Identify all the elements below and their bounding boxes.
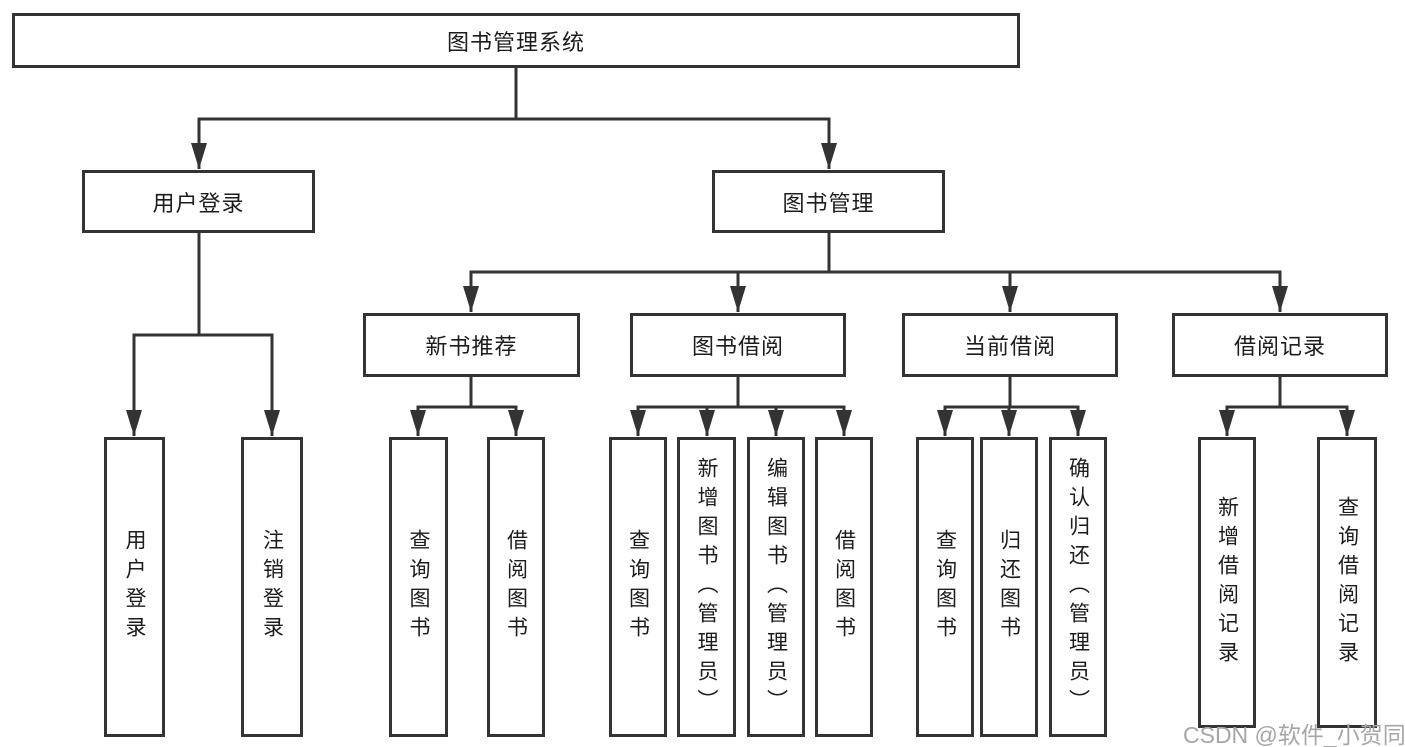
leaf-add-borrow-record: 新增借阅记录 bbox=[1198, 437, 1256, 728]
node-borrow-records: 借阅记录 bbox=[1172, 313, 1388, 377]
leaf-edit-books-admin-label: 编辑图书（管理员） bbox=[764, 456, 788, 718]
node-book-management: 图书管理 bbox=[712, 170, 945, 233]
node-current-borrow-label: 当前借阅 bbox=[963, 334, 1056, 359]
node-user-login-label: 用户登录 bbox=[152, 190, 245, 216]
leaf-current-query-books: 查询图书 bbox=[916, 437, 974, 737]
leaf-recommend-borrow-books: 借阅图书 bbox=[487, 437, 545, 737]
leaf-user-login-label: 用户登录 bbox=[123, 529, 146, 645]
node-new-book-recommend: 新书推荐 bbox=[363, 313, 580, 377]
node-book-borrow: 图书借阅 bbox=[630, 313, 846, 377]
leaf-query-borrow-record-label: 查询借阅记录 bbox=[1335, 495, 1359, 670]
leaf-add-borrow-record-label: 新增借阅记录 bbox=[1215, 495, 1239, 670]
leaf-recommend-query-books-label: 查询图书 bbox=[407, 529, 430, 645]
leaf-current-query-books-label: 查询图书 bbox=[933, 529, 957, 645]
leaf-return-books-label: 归还图书 bbox=[997, 529, 1021, 645]
leaf-add-books-admin: 新增图书（管理员） bbox=[677, 437, 736, 737]
leaf-confirm-return-admin: 确认归还（管理员） bbox=[1049, 437, 1107, 737]
leaf-add-books-admin-label: 新增图书（管理员） bbox=[695, 456, 718, 718]
leaf-edit-books-admin: 编辑图书（管理员） bbox=[747, 437, 805, 737]
leaf-borrow-books-label: 借阅图书 bbox=[832, 529, 856, 645]
leaf-logout-label: 注销登录 bbox=[260, 529, 284, 645]
leaf-recommend-query-books: 查询图书 bbox=[389, 437, 448, 737]
node-book-borrow-label: 图书借阅 bbox=[691, 334, 784, 359]
leaf-borrow-books: 借阅图书 bbox=[815, 437, 873, 737]
leaf-query-borrow-record: 查询借阅记录 bbox=[1317, 437, 1377, 728]
leaf-logout: 注销登录 bbox=[241, 437, 303, 737]
leaf-confirm-return-admin-label: 确认归还（管理员） bbox=[1066, 456, 1090, 718]
leaf-borrow-query-books-label: 查询图书 bbox=[626, 529, 650, 645]
leaf-recommend-borrow-books-label: 借阅图书 bbox=[504, 529, 528, 645]
csdn-watermark: CSDN @软件_小贺同学 bbox=[1183, 722, 1405, 747]
node-borrow-records-label: 借阅记录 bbox=[1233, 334, 1326, 359]
node-current-borrow: 当前借阅 bbox=[902, 313, 1118, 377]
node-user-login: 用户登录 bbox=[82, 170, 315, 233]
node-root: 图书管理系统 bbox=[12, 13, 1020, 68]
node-root-label: 图书管理系统 bbox=[446, 29, 585, 55]
leaf-user-login: 用户登录 bbox=[104, 437, 165, 737]
node-book-management-label: 图书管理 bbox=[782, 190, 875, 216]
leaf-return-books: 归还图书 bbox=[980, 437, 1038, 737]
node-new-book-recommend-label: 新书推荐 bbox=[425, 334, 518, 359]
leaf-borrow-query-books: 查询图书 bbox=[609, 437, 667, 737]
